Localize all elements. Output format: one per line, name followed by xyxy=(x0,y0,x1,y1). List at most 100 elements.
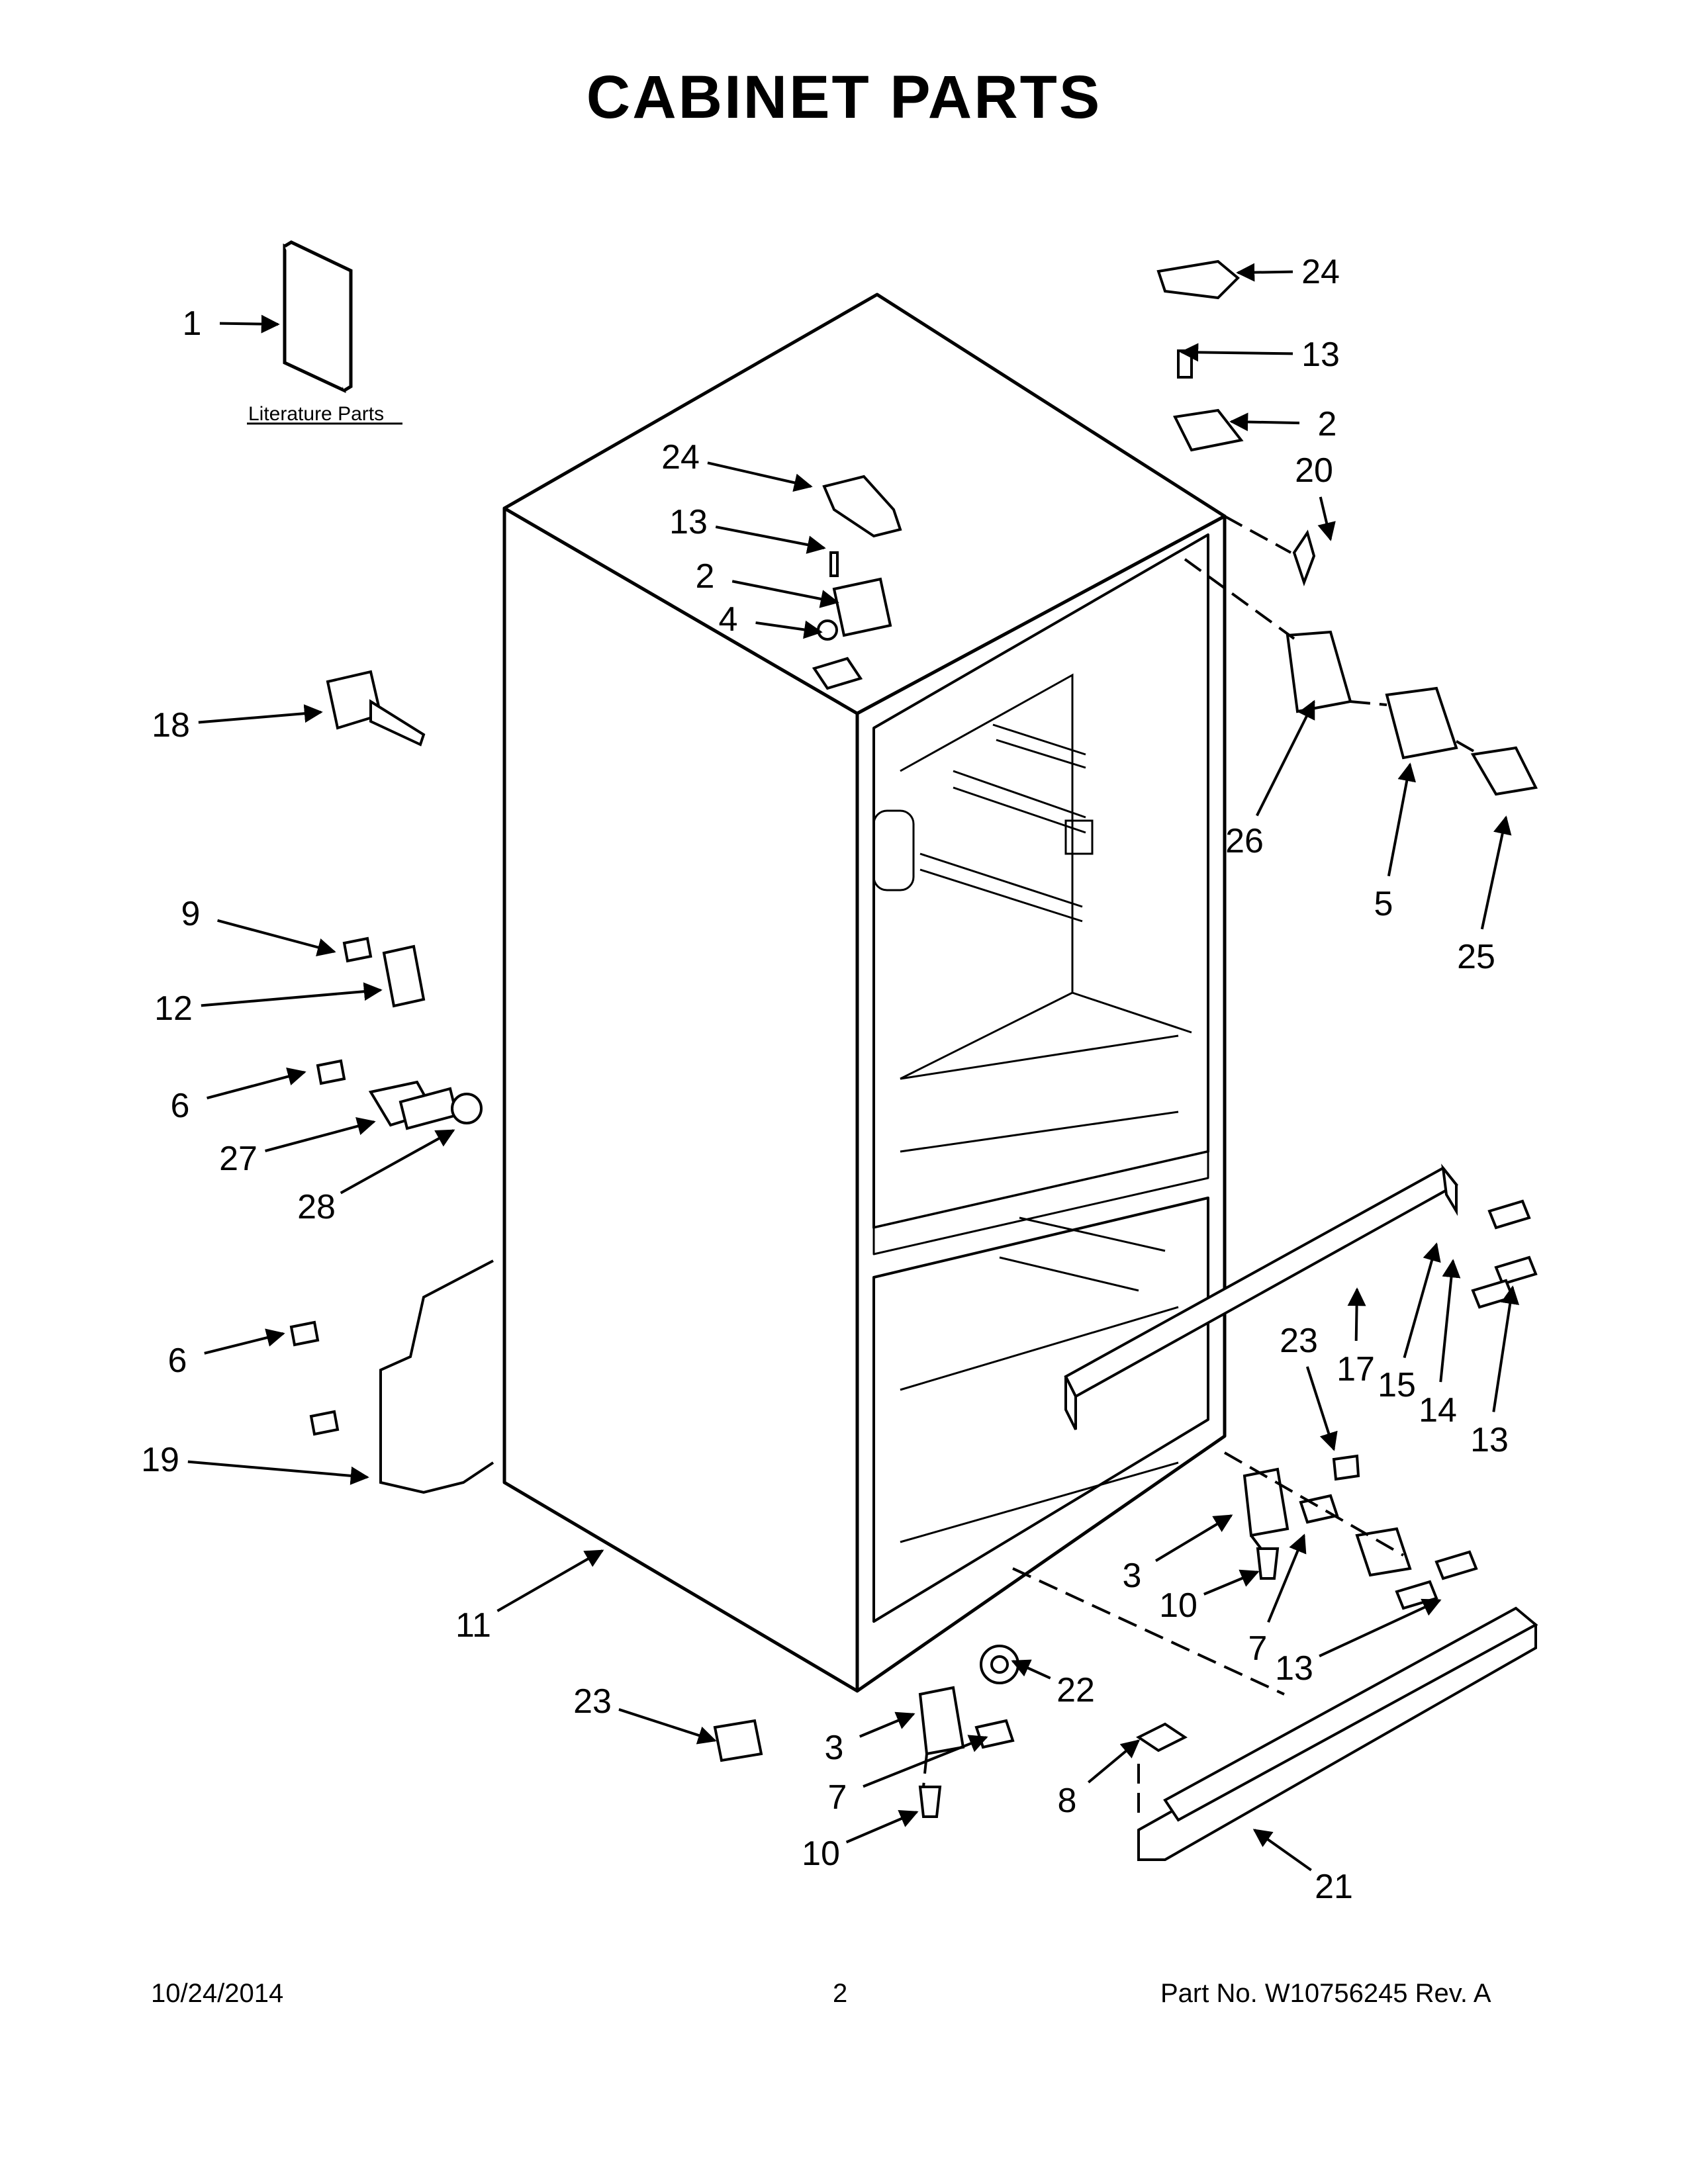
callout-label: 10 xyxy=(1159,1586,1197,1625)
callout-leader-arrow xyxy=(1492,1285,1520,1412)
callout-3: 3 xyxy=(1123,1514,1233,1595)
footer-date: 10/24/2014 xyxy=(151,1979,284,2008)
callout-leader-arrow xyxy=(1347,1287,1366,1342)
callout-6: 6 xyxy=(168,1328,285,1380)
callout-28: 28 xyxy=(297,1129,455,1226)
callout-leader-arrow xyxy=(198,704,323,724)
callout-leader-arrow xyxy=(1252,1829,1312,1872)
callout-7: 7 xyxy=(1248,1533,1307,1668)
callout-leader-arrow xyxy=(1154,1514,1233,1563)
callout-12: 12 xyxy=(154,982,383,1028)
callout-18: 18 xyxy=(152,704,323,745)
callout-leader-arrow xyxy=(1317,496,1336,541)
callout-14: 14 xyxy=(1419,1259,1461,1430)
callout-4: 4 xyxy=(719,600,823,639)
callout-label: 27 xyxy=(219,1140,258,1178)
top-hinge-left xyxy=(812,475,902,690)
kickplate-screws xyxy=(1355,1199,1538,1610)
callout-leader-arrow xyxy=(217,919,336,957)
callout-leader-arrow xyxy=(1180,343,1293,362)
callout-3: 3 xyxy=(825,1711,915,1767)
callout-label: 1 xyxy=(183,304,202,343)
callout-label: 13 xyxy=(1301,336,1340,374)
kickplate-rail xyxy=(1064,1163,1459,1430)
callout-label: 7 xyxy=(828,1778,847,1817)
callout-11: 11 xyxy=(455,1549,604,1645)
callout-leader-arrow xyxy=(1229,412,1300,432)
callout-10: 10 xyxy=(1159,1569,1260,1625)
callout-leader-arrow xyxy=(1236,263,1293,282)
callout-9: 9 xyxy=(181,895,336,957)
callout-10: 10 xyxy=(802,1810,919,1873)
callout-7: 7 xyxy=(828,1735,988,1817)
callout-leader-arrow xyxy=(1403,1242,1441,1359)
callout-label: 3 xyxy=(825,1729,844,1767)
callout-26: 26 xyxy=(1225,700,1315,860)
callout-15: 15 xyxy=(1378,1242,1441,1404)
cabinet-body xyxy=(502,293,1227,1693)
callout-label: 19 xyxy=(141,1441,179,1479)
callout-19: 19 xyxy=(141,1441,369,1485)
callout-24: 24 xyxy=(1236,253,1340,291)
callout-leader-arrow xyxy=(1011,1659,1051,1680)
callout-label: 23 xyxy=(1280,1322,1318,1360)
callout-label: 18 xyxy=(152,706,190,745)
callout-label: 3 xyxy=(1123,1557,1142,1595)
callout-leader-arrow xyxy=(1387,762,1417,877)
callout-17: 17 xyxy=(1336,1287,1375,1388)
callout-label: 9 xyxy=(181,895,201,933)
callout-leader-arrow xyxy=(204,1328,285,1355)
callout-leader-arrow xyxy=(1255,700,1315,817)
interior-details xyxy=(872,673,1192,1543)
callout-6: 6 xyxy=(171,1067,306,1125)
callout-23: 23 xyxy=(1280,1322,1338,1451)
callout-label: 7 xyxy=(1248,1629,1268,1668)
callout-label: 14 xyxy=(1419,1391,1457,1430)
callout-leader-arrow xyxy=(618,1708,717,1745)
callout-label: 25 xyxy=(1457,938,1495,976)
callout-leader-arrow xyxy=(1439,1259,1461,1383)
bottom-parts xyxy=(713,1454,1538,1861)
callout-leader-arrow xyxy=(1267,1533,1307,1623)
callout-leader-arrow xyxy=(755,620,823,639)
callout-label: 23 xyxy=(573,1682,612,1721)
callout-label: 13 xyxy=(1470,1421,1509,1459)
callout-leader-arrow xyxy=(1305,1366,1338,1451)
callout-1: 1 xyxy=(183,304,280,343)
bracket-group-upper-right xyxy=(1286,630,1538,796)
callout-25: 25 xyxy=(1457,815,1512,976)
page-title: CABINET PARTS xyxy=(586,64,1102,131)
callout-label: 15 xyxy=(1378,1366,1416,1404)
callout-leader-arrow xyxy=(863,1735,988,1788)
callout-2: 2 xyxy=(1229,405,1337,443)
callout-leader-arrow xyxy=(1480,815,1512,930)
callout-24: 24 xyxy=(661,438,813,492)
callout-13: 13 xyxy=(1180,336,1340,374)
literature-booklet-icon xyxy=(283,240,353,393)
callout-label: 2 xyxy=(1318,405,1337,443)
callout-label: 11 xyxy=(455,1606,491,1645)
callout-leader-arrow xyxy=(265,1117,376,1153)
callout-5: 5 xyxy=(1374,762,1417,923)
literature-label: Literature Parts xyxy=(248,403,384,425)
callout-13: 13 xyxy=(1275,1598,1442,1688)
callout-label: 6 xyxy=(171,1087,190,1125)
left-side-parts xyxy=(289,670,494,1494)
callout-13: 13 xyxy=(669,503,826,554)
callout-label: 21 xyxy=(1315,1868,1353,1906)
callout-27: 27 xyxy=(219,1117,376,1178)
callout-leader-arrow xyxy=(201,982,383,1007)
callout-leader-arrow xyxy=(187,1460,369,1485)
callout-leader-arrow xyxy=(731,580,839,608)
callout-20: 20 xyxy=(1295,451,1336,541)
top-hinge-right xyxy=(1156,259,1316,586)
callout-label: 28 xyxy=(297,1188,336,1226)
callout-label: 17 xyxy=(1336,1350,1375,1388)
callout-label: 13 xyxy=(1275,1649,1313,1688)
callout-label: 13 xyxy=(669,503,708,541)
callout-leader-arrow xyxy=(1203,1569,1260,1596)
callout-leader-arrow xyxy=(845,1810,919,1844)
callout-label: 10 xyxy=(802,1835,840,1873)
callout-label: 12 xyxy=(154,989,193,1028)
